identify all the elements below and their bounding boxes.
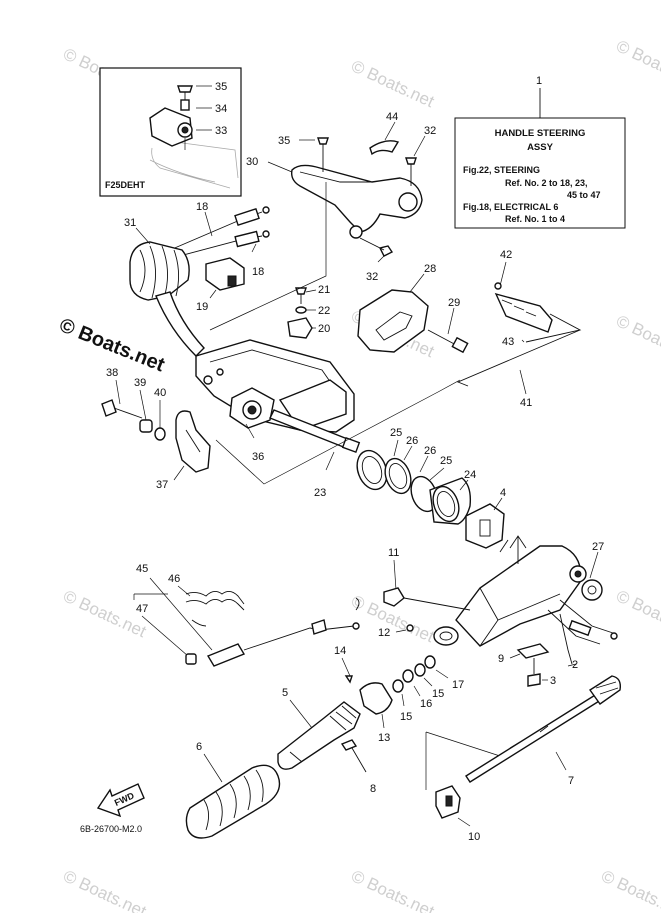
handle-bracket-group: 44 35 32 30 32 — [246, 111, 436, 283]
callout-46: 46 — [168, 573, 180, 585]
watermark: © Boats.net — [613, 36, 661, 91]
callout-43: 43 — [502, 336, 514, 348]
callout-20: 20 — [318, 323, 330, 335]
callout-21: 21 — [318, 284, 330, 296]
callout-10: 10 — [468, 831, 480, 843]
callout-35: 35 — [215, 81, 227, 93]
throttle-tube: 5 8 — [277, 687, 376, 795]
swivel-housing: 27 2 9 3 — [433, 535, 618, 687]
callout-17: 17 — [452, 679, 464, 691]
callout-32b: 32 — [366, 271, 378, 283]
tiller-arm: 36 — [195, 339, 355, 463]
callout-4: 4 — [500, 487, 506, 499]
cover-group: 28 29 — [357, 263, 469, 354]
info-line-3: 45 to 47 — [567, 190, 601, 200]
handle-grip: 31 — [124, 217, 205, 357]
info-line-5: Ref. No. 1 to 4 — [505, 214, 565, 224]
watermark: © Boats.net — [613, 311, 661, 366]
callout-16: 16 — [420, 698, 432, 710]
callout-37: 37 — [156, 479, 168, 491]
info-title-2: ASSY — [527, 142, 554, 153]
callout-30: 30 — [246, 156, 258, 168]
callout-2: 2 — [572, 659, 578, 671]
shift-lever: 42 43 41 — [456, 249, 582, 409]
info-title-1: HANDLE STEERING — [495, 128, 586, 139]
info-line-2: Ref. No. 2 to 18, 23, — [505, 178, 588, 188]
watermark: © Boats.net — [60, 866, 149, 913]
callout-34: 34 — [215, 103, 227, 115]
info-line-4: Fig.18, ELECTRICAL 6 — [463, 202, 558, 212]
fwd-arrow: FWD — [96, 783, 145, 818]
callout-3: 3 — [550, 675, 556, 687]
callout-18b: 18 — [252, 266, 264, 278]
callout-45: 45 — [136, 563, 148, 575]
callout-32a: 32 — [424, 125, 436, 137]
callout-44: 44 — [386, 111, 398, 123]
inset-box: 35 34 33 F25DEHT — [99, 67, 242, 197]
callout-25a: 25 — [390, 427, 402, 439]
steering-shaft: 7 10 — [435, 675, 622, 843]
callout-6: 6 — [196, 741, 202, 753]
callout-12: 12 — [378, 627, 390, 639]
callout-11: 11 — [388, 547, 399, 559]
collar-group: 21 22 20 — [287, 284, 330, 339]
throttle-grip: 6 — [185, 741, 281, 839]
callout-8: 8 — [370, 783, 376, 795]
callout-13: 13 — [378, 732, 390, 744]
callout-47: 47 — [136, 603, 148, 615]
callout-36: 36 — [252, 451, 264, 463]
callout-19: 19 — [196, 301, 208, 313]
callout-38: 38 — [106, 367, 118, 379]
throttle-shaft: 23 — [269, 409, 361, 499]
shaft-parts: 14 13 15 16 15 17 — [334, 645, 464, 744]
callout-15a: 15 — [400, 711, 412, 723]
callout-31: 31 — [124, 217, 136, 229]
info-line-1: Fig.22, STEERING — [463, 165, 540, 175]
callout-39: 39 — [134, 377, 146, 389]
callout-27: 27 — [592, 541, 604, 553]
callout-40: 40 — [154, 387, 166, 399]
callout-41: 41 — [520, 397, 532, 409]
callout-7: 7 — [568, 775, 574, 787]
callout-5: 5 — [282, 687, 288, 699]
callout-18a: 18 — [196, 201, 208, 213]
callout-15b: 15 — [432, 688, 444, 700]
watermark: © Boats.net — [598, 866, 661, 913]
callout-24: 24 — [464, 469, 476, 481]
watermark: © Boats.net — [348, 866, 437, 913]
info-box: 1 HANDLE STEERING ASSY Fig.22, STEERING … — [454, 75, 626, 229]
callout-28: 28 — [424, 263, 436, 275]
callout-26a: 26 — [406, 435, 418, 447]
callout-35b: 35 — [278, 135, 290, 147]
watermark: © Boats.net — [348, 56, 437, 111]
watermark: © Boats.net — [613, 586, 661, 641]
callout-1: 1 — [536, 75, 542, 87]
stop-switch-cord: 45 46 47 — [133, 563, 360, 667]
callout-33: 33 — [215, 125, 227, 137]
screw-group: 11 12 — [378, 547, 471, 639]
callout-26b: 26 — [424, 445, 436, 457]
switch-cables: 18 18 19 — [169, 201, 270, 313]
callout-23: 23 — [314, 487, 326, 499]
side-bolts: 38 39 40 37 — [101, 367, 211, 491]
washer-stack: 25 26 26 25 24 4 — [356, 427, 506, 549]
guide-lines — [209, 182, 501, 790]
callout-29: 29 — [448, 297, 460, 309]
drawing-code: 6B-26700-M2.0 — [80, 824, 142, 834]
callout-9: 9 — [498, 653, 504, 665]
callout-22: 22 — [318, 305, 330, 317]
callout-42: 42 — [500, 249, 512, 261]
inset-label: F25DEHT — [105, 180, 146, 190]
callout-14: 14 — [334, 645, 346, 657]
callout-25b: 25 — [440, 455, 452, 467]
